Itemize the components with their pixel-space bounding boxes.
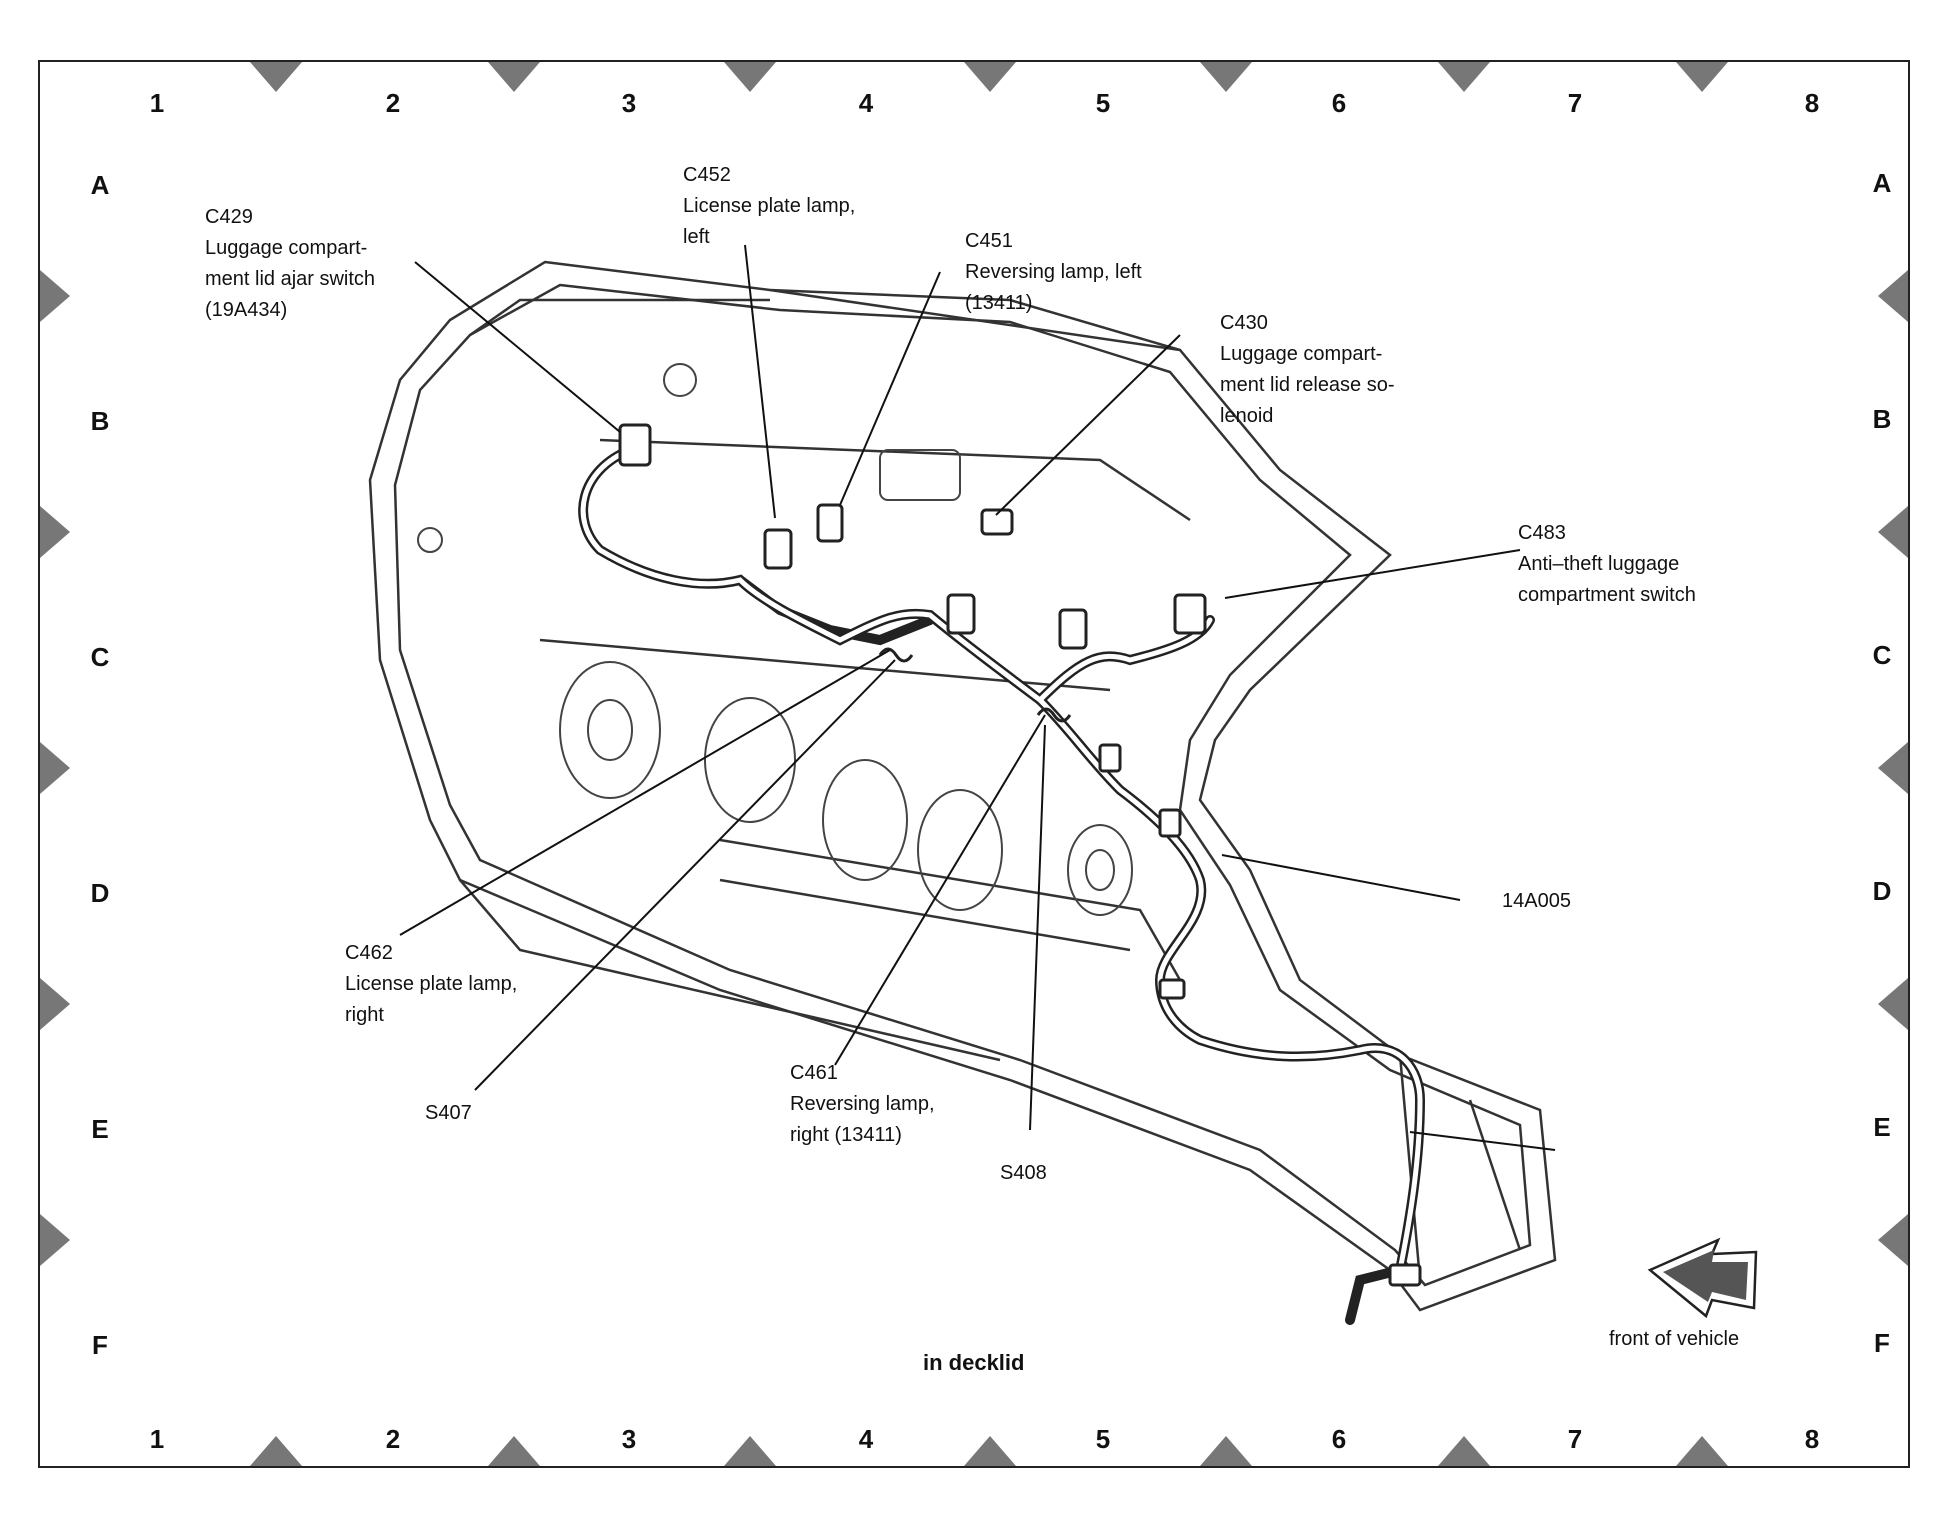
connector-description: ment lid release so- (1220, 374, 1395, 396)
harness-code: 14A005 (1502, 890, 1571, 912)
connector-description: left (683, 226, 710, 248)
splice-code: S407 (425, 1102, 472, 1124)
grid-row-label: F (92, 1330, 108, 1360)
grid-column-label: 1 (149, 88, 165, 118)
callout-s407: S407 (425, 1098, 472, 1129)
direction-label: front of vehicle (1609, 1328, 1740, 1350)
grid-row-label: A (1872, 168, 1892, 198)
grid-column-label: 4 (858, 88, 874, 118)
grid-column-label: 4 (858, 1424, 874, 1454)
connector-description: Reversing lamp, (790, 1093, 935, 1115)
connector-description: compartment switch (1518, 584, 1696, 606)
grid-row-label: D (1872, 876, 1892, 906)
connector-icon (618, 423, 1422, 1287)
grid-column-label: 5 (1095, 1424, 1111, 1454)
grid-row-label: C (90, 642, 110, 672)
callout-14a005: 14A005 (1502, 886, 1571, 917)
grid-row-label: B (90, 406, 110, 436)
callout-c483: C483 Anti–theft luggage compartment swit… (1518, 518, 1696, 611)
callout-c461: C461 Reversing lamp, right (13411) (790, 1058, 935, 1151)
callout-c451: C451 Reversing lamp, left (13411) (965, 226, 1142, 319)
connector-code: C461 (790, 1062, 838, 1084)
connector-code: C429 (205, 206, 253, 228)
grid-column-label: 2 (385, 88, 401, 118)
grid-column-label: 8 (1804, 1424, 1820, 1454)
grid-row-label: E (1873, 1112, 1891, 1142)
grid-column-label: 2 (385, 1424, 401, 1454)
callout-c429: C429 Luggage compart- ment lid ajar swit… (205, 202, 375, 326)
connector-description: License plate lamp, (345, 973, 518, 995)
connector-description: License plate lamp, (683, 195, 856, 217)
diagram-caption: in decklid (923, 1350, 1025, 1375)
connector-description: Anti–theft luggage (1518, 553, 1680, 575)
grid-row-label: E (91, 1114, 109, 1144)
grid-marker-icon (40, 62, 1908, 1466)
leader-lines (399, 244, 1556, 1151)
decklid-openings (417, 363, 1133, 916)
connector-description: lenoid (1220, 405, 1274, 427)
connector-description: right (13411) (790, 1124, 902, 1146)
splice-code: S408 (1000, 1162, 1047, 1184)
grid-column-label: 3 (621, 1424, 637, 1454)
callout-c462: C462 License plate lamp, right (345, 938, 517, 1031)
grid-column-label: 7 (1567, 1424, 1583, 1454)
grid-row-label: B (1872, 404, 1892, 434)
connector-description: Luggage compart- (205, 237, 368, 259)
grid-row-label: C (1872, 640, 1892, 670)
connector-code: C483 (1518, 522, 1566, 544)
splice-icon (878, 647, 1072, 723)
grid-column-label: 6 (1331, 1424, 1347, 1454)
grid-row-label: F (1874, 1328, 1890, 1358)
wiring-harness (578, 445, 1426, 1325)
grid-column-label: 1 (149, 1424, 165, 1454)
callout-c452: C452 License plate lamp, left (683, 160, 855, 253)
diagram-frame (38, 60, 1910, 1468)
grid-column-label: 5 (1095, 88, 1111, 118)
connector-description: Reversing lamp, left (965, 261, 1142, 283)
grid-row-label: A (90, 170, 110, 200)
grid-column-label: 3 (621, 88, 637, 118)
connector-description: (19A434) (205, 299, 288, 321)
connector-description: (13411) (965, 292, 1033, 314)
connector-code: C451 (965, 230, 1013, 252)
grid-row-label: D (90, 878, 110, 908)
connector-description: ment lid ajar switch (205, 268, 376, 290)
connector-description: right (345, 1004, 384, 1026)
grid-column-label: 7 (1567, 88, 1583, 118)
direction-arrow-icon (1647, 1237, 1758, 1319)
connector-code: C430 (1220, 312, 1268, 334)
connector-code: C452 (683, 164, 731, 186)
connector-code: C462 (345, 942, 393, 964)
grid-column-label: 8 (1804, 88, 1820, 118)
callout-c430: C430 Luggage compart- ment lid release s… (1220, 308, 1395, 432)
callout-s408: S408 (1000, 1158, 1047, 1189)
grid-column-label: 6 (1331, 88, 1347, 118)
connector-description: Luggage compart- (1220, 343, 1383, 365)
